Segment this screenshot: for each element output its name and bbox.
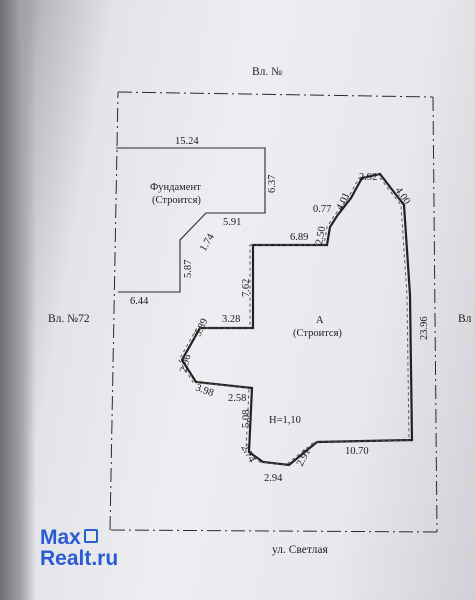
building-a-status: (Строится) <box>293 328 342 339</box>
dim-a-diag-bottom: 2.91 <box>295 447 313 468</box>
dim-a-left-lower: 5.08 <box>241 410 252 428</box>
dim-a-corner: 2.74 <box>238 443 257 465</box>
dim-foundation-top: 15.24 <box>175 136 199 147</box>
dim-a-left-upper: 7.62 <box>241 279 252 297</box>
dim-foundation-left-inner: 5.87 <box>183 260 194 278</box>
square-outline-icon <box>83 529 98 543</box>
foundation-title: Фундамент <box>150 182 201 193</box>
building-a-height: Н=1,10 <box>269 415 301 426</box>
watermark-line2: Realt.ru <box>40 547 119 570</box>
neighbor-top-label: Вл. № <box>252 66 282 78</box>
dim-a-diag-right: 4.00 <box>393 185 413 206</box>
plot-boundary <box>109 91 438 533</box>
dim-a-diag-lower: 3.98 <box>194 382 215 399</box>
paper-shadow <box>0 0 36 600</box>
dim-a-bottom-short: 2.94 <box>264 473 283 484</box>
neighbor-left-label: Вл. №72 <box>48 313 90 325</box>
watermark-line1: Max <box>40 526 81 549</box>
dim-a-short: 0.77 <box>313 204 331 215</box>
dim-a-top: 6.89 <box>290 232 308 243</box>
dim-foundation-right: 6.37 <box>267 175 278 193</box>
street-label: ул. Светлая <box>272 544 328 556</box>
dim-a-right: 23.96 <box>419 316 430 340</box>
building-a-hatch <box>178 173 410 466</box>
foundation-outline <box>116 147 266 293</box>
building-a-title: А <box>316 315 324 326</box>
foundation-status: (Строится) <box>152 195 201 206</box>
dim-a-peak: 2.92 <box>359 172 377 183</box>
neighbor-right-label: Вл <box>458 313 472 325</box>
dim-a-step: 2.50 <box>314 226 328 246</box>
dim-a-lower-ledge: 2.58 <box>228 393 246 404</box>
dim-foundation-inner: 5.91 <box>223 217 241 228</box>
maxrealt-watermark: Max Realt.ru <box>40 527 118 569</box>
dim-foundation-bottom: 6.44 <box>130 296 149 307</box>
dim-a-ledge: 3.28 <box>222 314 240 325</box>
dim-foundation-diagonal: 1.74 <box>198 231 217 253</box>
dim-a-diag-left-point: 2.96 <box>178 353 193 374</box>
dim-a-bottom: 10.70 <box>345 446 369 457</box>
